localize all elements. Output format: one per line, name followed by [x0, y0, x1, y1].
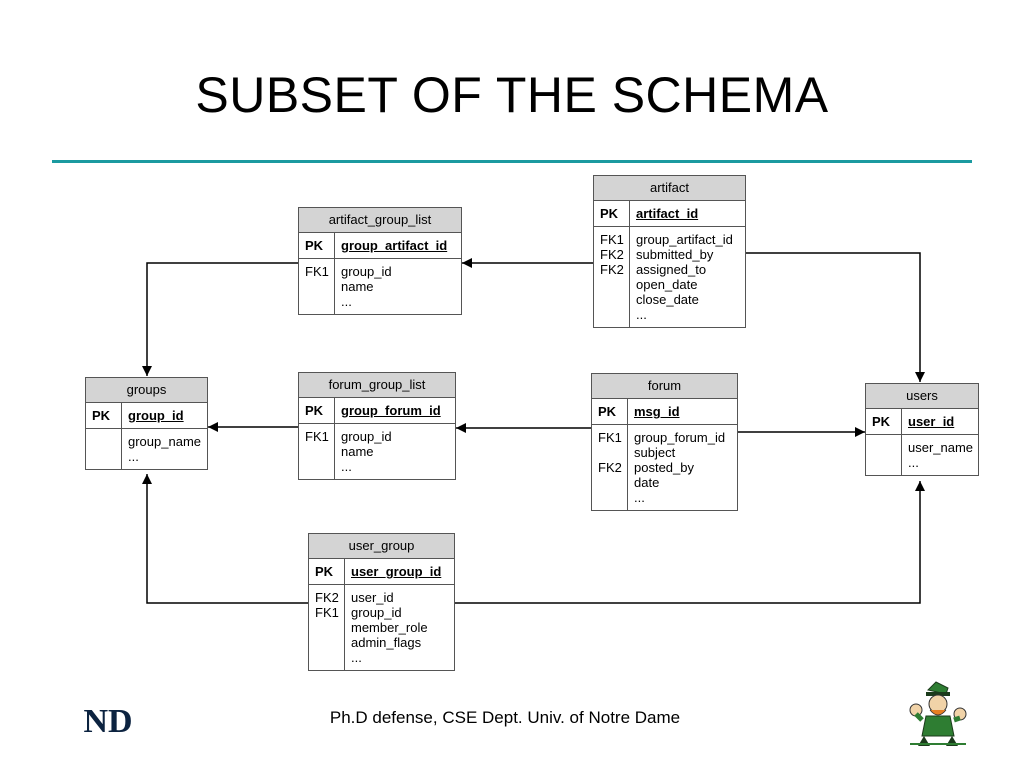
field: group_id	[341, 429, 392, 444]
key-label	[315, 635, 344, 650]
entity-artifact: artifact PK artifact_id FK1 FK2 FK2 grou…	[593, 175, 746, 328]
pk-label: PK	[305, 238, 324, 253]
field: user_id	[351, 590, 394, 605]
link-artifact-group-list-to-groups	[142, 262, 298, 376]
field: name	[341, 279, 374, 294]
field: ...	[341, 294, 352, 309]
pk-label: PK	[600, 206, 619, 221]
notre-dame-logo: ND	[84, 703, 132, 740]
pk-label: PK	[872, 414, 891, 429]
key-label: FK1	[305, 429, 329, 444]
key-label: FK2	[600, 262, 624, 277]
key-label	[92, 449, 121, 464]
key-label	[598, 445, 627, 460]
entity-title: user_group	[309, 534, 454, 559]
key-label	[305, 459, 334, 474]
field: name	[341, 444, 374, 459]
key-label	[305, 294, 334, 309]
field: ...	[341, 459, 352, 474]
svg-text:ND: ND	[84, 703, 132, 740]
slide-footer: Ph.D defense, CSE Dept. Univ. of Notre D…	[329, 708, 681, 727]
key-label	[600, 292, 629, 307]
entity-title: artifact_group_list	[299, 208, 461, 233]
entity-title: groups	[86, 378, 207, 403]
field: group_forum_id	[634, 430, 726, 445]
key-label	[92, 434, 121, 449]
key-label: FK2	[600, 247, 624, 262]
field: group_name	[128, 434, 201, 449]
field: ...	[636, 307, 647, 322]
key-label	[600, 277, 629, 292]
field: close_date	[636, 292, 699, 307]
field: ...	[128, 449, 139, 464]
link-user-group-to-groups	[142, 474, 308, 604]
entity-groups: groups PK group_id group_name ...	[85, 377, 208, 470]
title-divider	[52, 160, 972, 163]
field: subject	[634, 445, 676, 460]
leprechaun-mascot-icon	[909, 681, 967, 746]
key-label	[600, 307, 629, 322]
entity-artifact-group-list: artifact_group_list PK group_artifact_id…	[298, 207, 462, 315]
field: user_name	[908, 440, 974, 455]
primary-key: msg_id	[634, 404, 680, 419]
entity-title: artifact	[594, 176, 745, 201]
key-label: FK1	[598, 430, 622, 445]
field: date	[634, 475, 660, 490]
field: ...	[908, 455, 919, 470]
key-label: FK2	[315, 590, 339, 605]
field: admin_flags	[351, 635, 422, 650]
entity-title: forum	[592, 374, 737, 399]
entity-title: forum_group_list	[299, 373, 455, 398]
key-label: FK2	[598, 460, 622, 475]
key-label	[305, 444, 334, 459]
pk-label: PK	[305, 403, 324, 418]
entity-user-group: user_group PK user_group_id FK2 FK1 user…	[308, 533, 455, 671]
key-label	[315, 650, 344, 665]
field: group_id	[351, 605, 402, 620]
pk-label: PK	[92, 408, 111, 423]
key-label	[598, 490, 627, 505]
field: ...	[351, 650, 362, 665]
primary-key: group_artifact_id	[341, 238, 448, 253]
field: open_date	[636, 277, 698, 292]
pk-label: PK	[598, 404, 617, 419]
primary-key: user_id	[908, 414, 955, 429]
link-user-group-to-users	[455, 481, 925, 604]
primary-key: group_id	[128, 408, 184, 423]
key-label: FK1	[600, 232, 624, 247]
slide-title: SUBSET OF THE SCHEMA	[195, 67, 829, 123]
field: submitted_by	[636, 247, 714, 262]
field: assigned_to	[636, 262, 707, 277]
pk-label: PK	[315, 564, 334, 579]
entity-forum: forum PK msg_id FK1 FK2 group_forum_id s…	[591, 373, 738, 511]
entity-forum-group-list: forum_group_list PK group_forum_id FK1 g…	[298, 372, 456, 480]
field: group_id	[341, 264, 392, 279]
key-label: FK1	[315, 605, 339, 620]
primary-key: group_forum_id	[341, 403, 441, 418]
primary-key: user_group_id	[351, 564, 442, 579]
key-label	[305, 279, 334, 294]
entity-title: users	[866, 384, 978, 409]
key-label: FK1	[305, 264, 329, 279]
field: member_role	[351, 620, 428, 635]
entity-users: users PK user_id user_name ...	[865, 383, 979, 476]
key-label	[598, 475, 627, 490]
key-label	[872, 440, 901, 455]
link-artifact-to-users	[745, 252, 925, 382]
key-label	[872, 455, 901, 470]
field: ...	[634, 490, 645, 505]
field: group_artifact_id	[636, 232, 733, 247]
field: posted_by	[634, 460, 694, 475]
primary-key: artifact_id	[636, 206, 699, 221]
key-label	[315, 620, 344, 635]
